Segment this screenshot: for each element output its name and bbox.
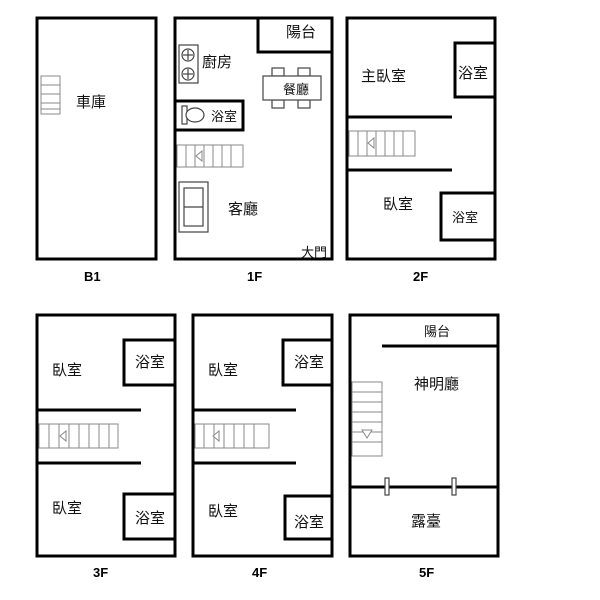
floor-label-3f: 3F [93, 565, 108, 580]
terrace-label: 露臺 [411, 512, 441, 530]
4f-bedroom-bottom-label: 臥室 [208, 502, 238, 520]
2f-bathroom-top-label: 浴室 [458, 64, 488, 82]
1f-stairs [176, 144, 244, 168]
4f-bedroom-top-label: 臥室 [208, 361, 238, 379]
living-label: 客廳 [228, 200, 258, 218]
sofa-icon [178, 181, 209, 233]
3f-bathroom-bottom-wall [122, 492, 175, 541]
stove-icon [178, 44, 199, 84]
1f-outline [173, 16, 334, 261]
4f-bathroom-bottom-label: 浴室 [294, 513, 324, 531]
5f-door-post-right [451, 477, 457, 496]
4f-stairs [194, 423, 270, 449]
floor-b1: 車庫 B1 [35, 16, 158, 284]
4f-outline [191, 313, 334, 558]
2f-bathroom-top-wall [453, 41, 495, 99]
3f-bathroom-top-label: 浴室 [135, 353, 165, 371]
floor-2f: 主臥室 浴室 臥室 浴室 2F [345, 16, 497, 284]
2f-bathroom-bottom-label: 浴室 [452, 210, 478, 226]
1f-balcony-label: 陽台 [286, 23, 316, 41]
kitchen-label: 廚房 [202, 53, 232, 71]
dining-table-icon [262, 67, 322, 109]
floor-label-b1: B1 [84, 269, 101, 284]
2f-bedroom-label: 臥室 [383, 195, 413, 213]
3f-stairs [38, 423, 119, 449]
5f-balcony-label: 陽台 [424, 325, 450, 340]
4f-bathroom-top-wall [281, 338, 332, 387]
3f-bathroom-bottom-label: 浴室 [135, 509, 165, 527]
5f-stairs [351, 381, 383, 457]
floor-label-5f: 5F [419, 565, 434, 580]
2f-outline [345, 16, 497, 261]
garage-label: 車庫 [76, 93, 106, 111]
floor-label-4f: 4F [252, 565, 267, 580]
5f-outline [348, 313, 500, 558]
2f-stairs [348, 130, 416, 157]
1f-bathroom-wall [175, 99, 245, 132]
1f-balcony-wall [256, 18, 332, 54]
floor-4f: 臥室 浴室 臥室 浴室 4F [191, 313, 334, 580]
floor-5f: 陽台 神明廳 露臺 5F [348, 313, 500, 580]
floor-label-1f: 1F [247, 269, 262, 284]
2f-bathroom-bottom-wall [439, 191, 495, 242]
dining-label: 餐廳 [283, 82, 309, 98]
4f-bathroom-bottom-wall [283, 494, 332, 541]
5f-door-post-left [384, 477, 390, 496]
3f-bedroom-top-label: 臥室 [52, 361, 82, 379]
3f-bathroom-top-wall [122, 338, 175, 387]
main-door-label: 大門 [301, 246, 327, 261]
1f-bathroom-label: 浴室 [211, 109, 237, 125]
floor-3f: 臥室 浴室 臥室 浴室 3F [35, 313, 177, 580]
floor-label-2f: 2F [413, 269, 428, 284]
toilet-icon [181, 105, 205, 125]
floor-1f: 陽台 廚房 餐廳 浴室 [173, 16, 334, 284]
3f-bedroom-bottom-label: 臥室 [52, 499, 82, 517]
4f-bathroom-top-label: 浴室 [294, 353, 324, 371]
master-bedroom-label: 主臥室 [361, 67, 406, 85]
b1-stairs [40, 75, 61, 115]
3f-outline [35, 313, 177, 558]
b1-outline [35, 16, 158, 261]
shrine-hall-label: 神明廳 [414, 375, 459, 393]
